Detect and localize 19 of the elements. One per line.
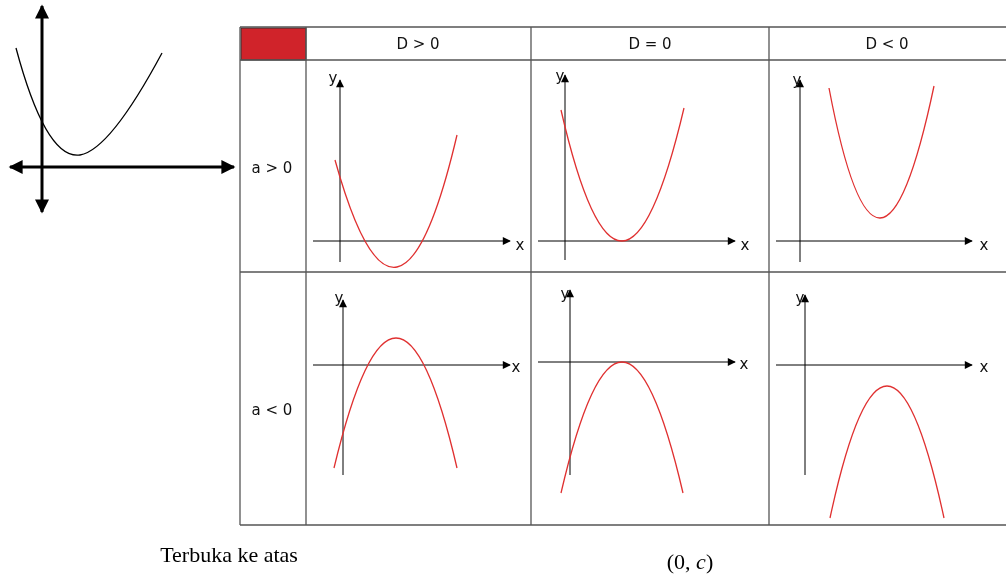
coordinate-label: (0, c) — [666, 549, 714, 575]
column-header: D = 0 — [628, 35, 672, 53]
caption-text: Terbuka ke atas — [160, 542, 298, 568]
axis-label: y — [792, 71, 802, 89]
axis-label: y — [560, 285, 570, 303]
row-header: a < 0 — [251, 401, 293, 419]
axis-label: y — [334, 289, 344, 307]
axis-label: x — [739, 355, 749, 373]
column-header: D < 0 — [865, 35, 909, 53]
axis-label: x — [515, 236, 525, 254]
axis-label: x — [740, 236, 750, 254]
axis-label: x — [979, 358, 989, 376]
axis-label: y — [795, 289, 805, 307]
column-header: D > 0 — [396, 35, 440, 53]
row-header: a > 0 — [251, 159, 293, 177]
axis-label: y — [328, 69, 338, 87]
axis-label: y — [555, 67, 565, 85]
axis-label: x — [979, 236, 989, 254]
axis-label: x — [511, 358, 521, 376]
